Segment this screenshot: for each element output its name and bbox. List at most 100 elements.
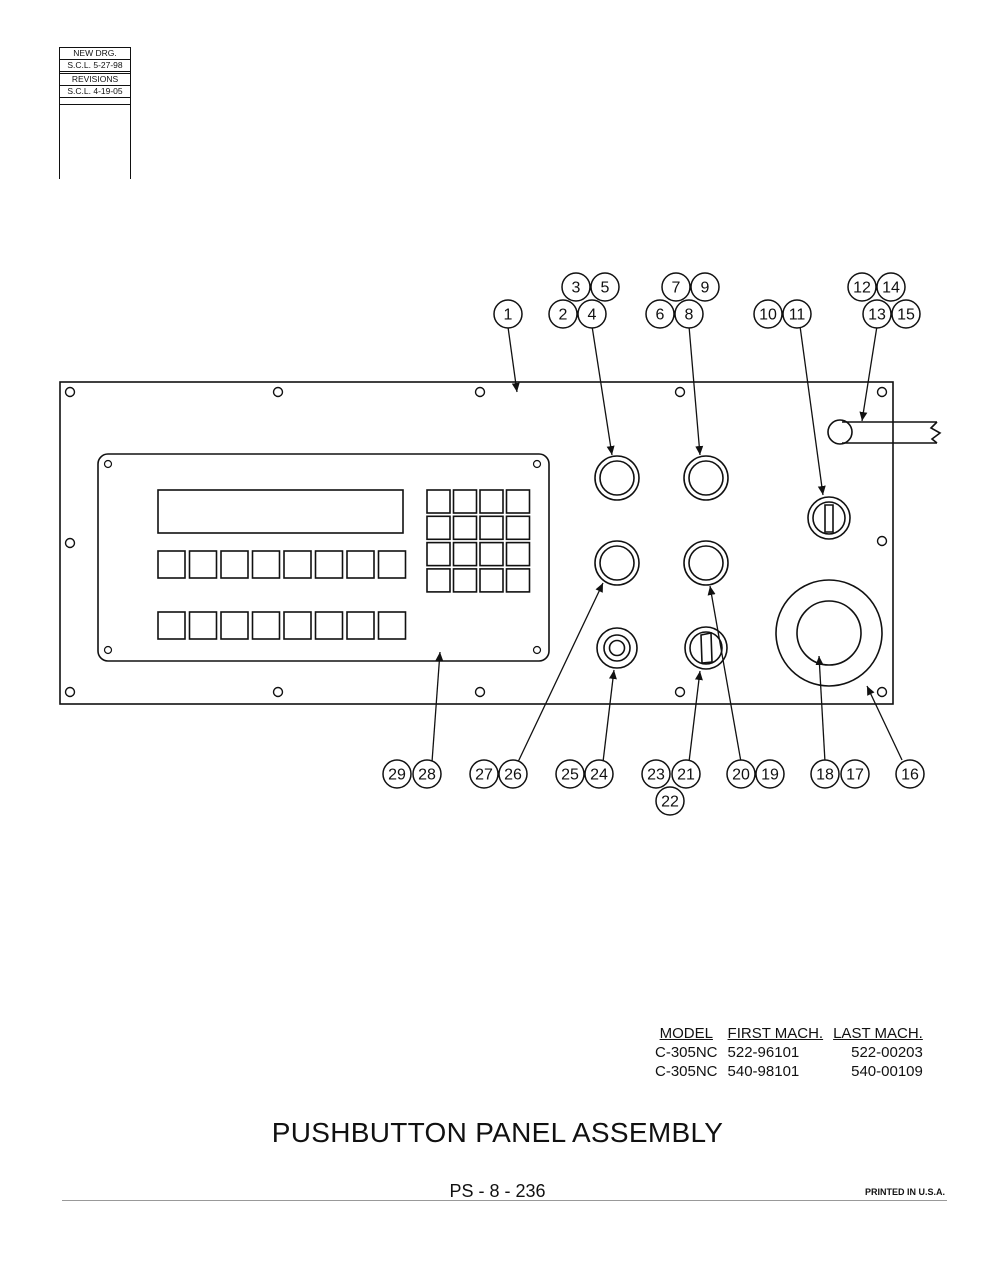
keypad-key	[479, 541, 504, 567]
page-number: PS - 8 - 236	[449, 1181, 546, 1201]
function-key	[283, 550, 312, 579]
callout-circle	[847, 272, 877, 302]
footer-divider	[62, 1200, 947, 1201]
callout-number: 16	[901, 767, 919, 784]
function-key	[314, 611, 344, 640]
callout-number: 24	[590, 767, 608, 784]
revision-block: NEW DRG. S.C.L. 5-27-98 REVISIONS S.C.L.…	[59, 47, 131, 179]
keypad-key	[479, 489, 504, 514]
function-key	[157, 550, 186, 579]
function-key-row-top	[157, 550, 407, 579]
callout-number: 20	[732, 767, 750, 784]
callout-circle	[661, 272, 691, 302]
callout-number: 5	[601, 280, 610, 297]
callout-circle	[498, 759, 528, 789]
last-mach-cell: 522-00203	[851, 1044, 923, 1061]
function-key	[346, 611, 375, 640]
cable	[827, 419, 942, 445]
lcd-display-window	[157, 489, 404, 534]
callout-circle	[584, 759, 614, 789]
callout-circle	[755, 759, 785, 789]
keypad-key	[426, 541, 451, 567]
pushbutton-middle-left	[594, 540, 640, 586]
callout-number: 26	[504, 767, 522, 784]
model-cell: C-305NC	[655, 1044, 718, 1061]
function-key	[377, 611, 407, 640]
keypad-key	[505, 489, 531, 514]
keypad-key	[426, 568, 451, 593]
selector-switch-lower	[684, 626, 728, 670]
callout-number: 17	[846, 767, 864, 784]
model-table: MODEL FIRST MACH. LAST MACH. C-305NC 522…	[650, 1024, 928, 1081]
callout-circle	[840, 759, 870, 789]
callout-number: 2	[559, 307, 568, 324]
function-key	[251, 611, 281, 640]
emergency-stop-button	[775, 579, 883, 687]
callout-number: 14	[882, 280, 900, 297]
keypad-key	[452, 568, 478, 593]
callout-number: 18	[816, 767, 834, 784]
callout-circle	[548, 299, 578, 329]
model-table-header: LAST MACH.	[833, 1025, 923, 1042]
keypad-key	[505, 568, 531, 593]
callout-number: 21	[677, 767, 695, 784]
function-key	[220, 611, 249, 640]
indicator-light	[596, 627, 638, 669]
function-key	[377, 550, 407, 579]
model-table-row: C-305NC 522-96101 522-00203	[650, 1043, 928, 1062]
callout-circle	[645, 299, 675, 329]
callout-circle	[493, 299, 523, 329]
callout-number: 9	[701, 280, 710, 297]
callout-number: 27	[475, 767, 493, 784]
keypad-key	[479, 515, 504, 541]
callout-number: 4	[588, 307, 597, 324]
pushbutton-middle-right	[683, 540, 729, 586]
first-mach-cell: 522-96101	[727, 1044, 800, 1061]
callout-circle	[555, 759, 585, 789]
model-table-header-row: MODEL FIRST MACH. LAST MACH.	[650, 1024, 928, 1043]
callout-number: 23	[647, 767, 665, 784]
callout-circle	[891, 299, 921, 329]
function-key-row-bottom	[157, 611, 407, 640]
callout-circle	[671, 759, 701, 789]
keypad-key	[426, 489, 451, 514]
revision-row: S.C.L. 5-27-98	[60, 60, 130, 74]
callout-number: 3	[572, 280, 581, 297]
display-module-holes	[103, 459, 542, 655]
callout-circle	[876, 272, 906, 302]
function-key	[220, 550, 249, 579]
callout-number: 1	[504, 307, 513, 324]
callout-circle	[469, 759, 499, 789]
callout-circle	[753, 299, 783, 329]
callout-number: 8	[685, 307, 694, 324]
callout-number: 10	[759, 307, 777, 324]
function-key	[188, 611, 218, 640]
callout-number: 25	[561, 767, 579, 784]
callout-number: 11	[789, 307, 806, 324]
callout-circle	[674, 299, 704, 329]
function-key	[346, 550, 375, 579]
callout-number: 7	[672, 280, 681, 297]
panel-mounting-holes	[64, 386, 888, 698]
pushbutton-top-left	[594, 455, 640, 501]
model-table-row: C-305NC 540-98101 540-00109	[650, 1062, 928, 1081]
pushbutton-top-right	[683, 455, 729, 501]
model-table-header: MODEL	[659, 1025, 713, 1042]
first-mach-cell: 540-98101	[727, 1063, 800, 1080]
callout-circle	[726, 759, 756, 789]
callout-circle	[641, 759, 671, 789]
keypad-key	[479, 568, 504, 593]
callout-circle	[782, 299, 812, 329]
model-table-header: FIRST MACH.	[727, 1025, 824, 1042]
callout-circle	[862, 299, 892, 329]
last-mach-cell: 540-00109	[851, 1063, 923, 1080]
callout-number: 13	[868, 307, 886, 324]
leader-lines	[431, 325, 903, 763]
keypad-key	[452, 541, 478, 567]
callout-circle	[382, 759, 412, 789]
callout-circle	[412, 759, 442, 789]
function-key	[251, 550, 281, 579]
function-key	[314, 550, 344, 579]
callout-circle	[895, 759, 925, 789]
